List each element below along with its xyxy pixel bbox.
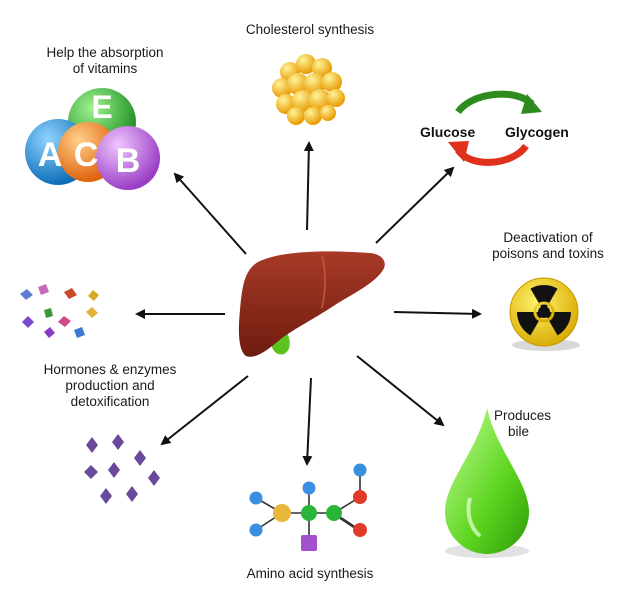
liver-ligament xyxy=(321,255,326,309)
vitamins-label-line1: Help the absorption xyxy=(46,45,164,60)
hormones-label: Hormones & enzymes production and detoxi… xyxy=(20,362,200,410)
glycogen-label: Glycogen xyxy=(505,124,569,140)
amino-label: Amino acid synthesis xyxy=(210,566,410,582)
cholesterol-fat-cluster xyxy=(272,54,345,125)
cholesterol-label-text: Cholesterol synthesis xyxy=(245,22,375,37)
hormones-label-line3: detoxification xyxy=(70,394,150,409)
amino-acid-molecule xyxy=(249,463,367,551)
liver xyxy=(238,251,385,357)
poisons-label-line2: poisons and toxins xyxy=(492,246,604,261)
arrow-to-enzymes xyxy=(160,375,249,446)
bile-drop xyxy=(445,408,529,558)
vitamin-b-sphere xyxy=(96,126,160,190)
hormone-crystals xyxy=(20,284,99,338)
cholesterol-label: Cholesterol synthesis xyxy=(215,22,405,38)
arrow-to-vitamins xyxy=(173,172,247,255)
amino-label-text: Amino acid synthesis xyxy=(246,566,374,581)
hormones-label-line1: Hormones & enzymes xyxy=(43,362,177,377)
arrows xyxy=(135,141,482,466)
glucose-glycogen-cycle xyxy=(448,90,542,166)
vitamins-label-line2: of vitamins xyxy=(72,61,138,76)
arrow-to-bile xyxy=(356,355,445,427)
radiation-icon xyxy=(509,277,580,351)
vitamin-b-letter: B xyxy=(116,142,141,180)
arrow-to-cholesterol xyxy=(303,141,314,231)
liver-illustration xyxy=(238,251,385,357)
poisons-label-line1: Deactivation of xyxy=(503,230,593,245)
arrow-to-glucose-cycle xyxy=(375,166,455,244)
glucose-label: Glucose xyxy=(420,124,476,140)
enzyme-crystals xyxy=(84,434,160,504)
vitamin-e-letter: E xyxy=(91,89,112,125)
cycle-red-arrow xyxy=(455,143,529,166)
bile-label-line1: Produces xyxy=(494,408,552,423)
vitamin-c-letter: C xyxy=(74,136,99,174)
bile-label-line2: bile xyxy=(508,424,530,439)
arrow-to-amino xyxy=(302,377,313,466)
poisons-label: Deactivation of poisons and toxins xyxy=(478,230,618,262)
vitamin-a-letter: A xyxy=(38,136,63,174)
bile-label: Produces bile xyxy=(494,408,564,440)
vitamins-label: Help the absorption of vitamins xyxy=(20,45,190,77)
cycle-green-arrow xyxy=(455,90,535,115)
hormones-label-line2: production and xyxy=(65,378,155,393)
vitamin-spheres: E A C B xyxy=(25,88,160,190)
arrow-to-poisons xyxy=(393,308,482,319)
